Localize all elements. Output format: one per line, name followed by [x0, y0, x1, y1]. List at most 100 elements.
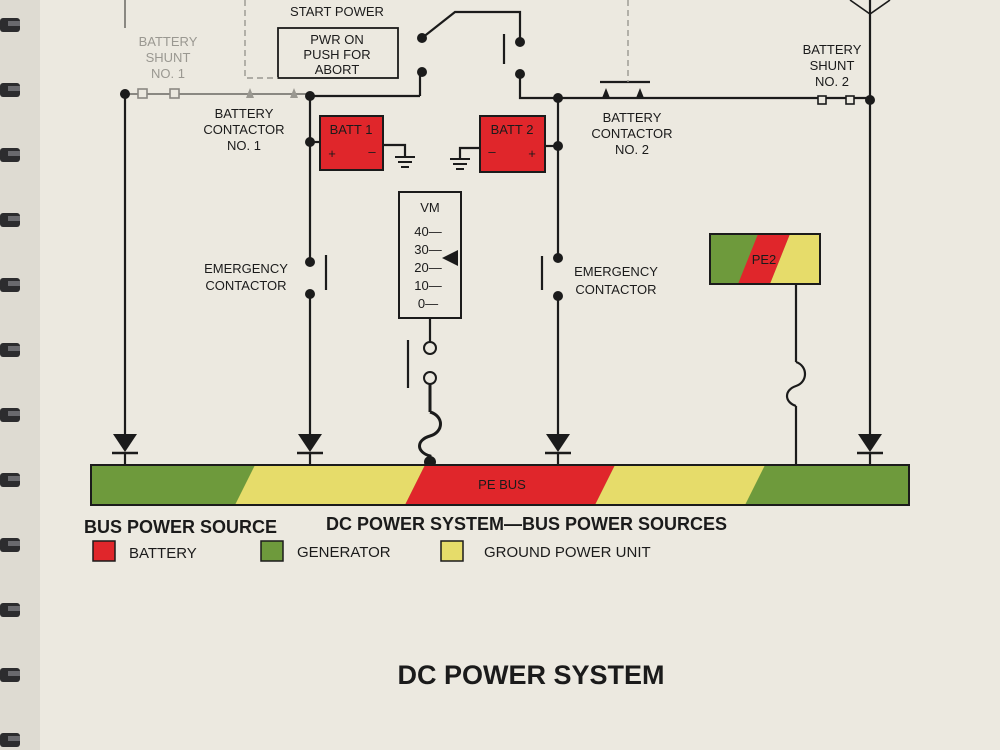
- binding-ring-icon: [0, 18, 20, 32]
- vm-tick-10: 10—: [414, 278, 441, 293]
- voltmeter-label: VM: [420, 200, 440, 215]
- node-emcon-right-top: [553, 253, 563, 263]
- battery-1: BATT 1 + –: [319, 115, 415, 171]
- pe2-border: [709, 233, 821, 285]
- node-shunt1: [120, 89, 130, 99]
- vm-switch-terminal-lower: [423, 371, 437, 385]
- shunt-2-terminal-a: [817, 95, 827, 105]
- binding-ring-icon: [0, 733, 20, 747]
- legend-label-ground-power-unit: GROUND POWER UNIT: [484, 544, 651, 561]
- battery-1-label: BATT 1: [330, 122, 373, 137]
- binding-ring-icon: [0, 83, 20, 97]
- pe2-gpu-band: [770, 234, 820, 284]
- pe2-label: PE2: [752, 252, 777, 267]
- spiral-binding: [0, 18, 20, 747]
- emergency-contactor-left-label-line1: EMERGENCY: [204, 261, 288, 276]
- wire-top-right: [518, 74, 870, 100]
- battery-contactor-2-label-line2: CONTACTOR: [591, 126, 672, 141]
- push-for-label: PUSH FOR: [303, 47, 370, 62]
- battery-contactor-1-label-line2: CONTACTOR: [203, 122, 284, 137]
- contactor-2-arrow-left: [602, 88, 610, 98]
- battery-contactor-2-label-line1: BATTERY: [603, 110, 662, 125]
- emergency-contactor-right-label-line2: CONTACTOR: [575, 282, 656, 297]
- node-relay-upper: [515, 37, 525, 47]
- contactor-2-arrow-right: [636, 88, 644, 98]
- diode-arrow-icon: [545, 434, 571, 466]
- battery-2-minus: –: [488, 144, 496, 159]
- bus-power-source-caption: BUS POWER SOURCE: [84, 517, 277, 537]
- pe-bus: PE BUS: [90, 464, 910, 506]
- battery-1-plus: +: [328, 146, 336, 161]
- binding-ring-icon: [0, 408, 20, 422]
- pe-bus-gpu-left: [235, 465, 425, 505]
- contactor-1-arrow-right: [290, 88, 298, 98]
- pe-bus-border: [90, 464, 910, 506]
- vm-tick-0: 0—: [418, 296, 438, 311]
- battery-1-ground-wire: [383, 143, 407, 156]
- legend-label-generator: GENERATOR: [297, 544, 391, 561]
- vm-tick-20: 20—: [414, 260, 441, 275]
- diode-arrow-icon: [297, 434, 323, 466]
- legend-swatch-generator: [260, 540, 284, 562]
- battery-2-ground-wire: [458, 146, 480, 158]
- start-power-label: START POWER: [290, 4, 384, 19]
- legend-swatch-ground-power-unit: [440, 540, 464, 562]
- battery-contactor-1-label-line1: BATTERY: [215, 106, 274, 121]
- voltmeter-pointer: [442, 250, 458, 266]
- top-right-fork: [849, 0, 891, 15]
- contactor-1-arrow-left: [246, 88, 254, 98]
- diode-group: [112, 434, 883, 466]
- battery-shunt-1-label-line2: SHUNT: [146, 50, 191, 65]
- binding-ring-icon: [0, 668, 20, 682]
- battery-2-box: [479, 115, 546, 173]
- pe2-fuse-icon: [785, 360, 807, 408]
- battery-2-label: BATT 2: [491, 122, 534, 137]
- battery-shunt-1-label-line3: NO. 1: [151, 66, 185, 81]
- binding-ring-icon: [0, 278, 20, 292]
- legend-label-battery: BATTERY: [129, 545, 197, 562]
- binding-ring-icon: [0, 603, 20, 617]
- legend: BATTERY GENERATOR GROUND POWER UNIT: [92, 540, 651, 562]
- wire-start-switch-link: [421, 10, 522, 40]
- battery-shunt-2-label-line3: NO. 2: [815, 74, 849, 89]
- pe2-battery-band: [738, 234, 790, 284]
- abort-label: ABORT: [315, 62, 360, 77]
- binding-margin: [0, 0, 40, 750]
- battery-2-ground-icon: [450, 158, 470, 170]
- vm-tick-40: 40—: [414, 224, 441, 239]
- vm-switch-terminal-upper: [423, 341, 437, 355]
- legend-swatch-battery: [92, 540, 116, 562]
- node-start-switch-lower: [417, 67, 427, 77]
- pe-bus-gpu-right: [595, 465, 765, 505]
- binding-ring-icon: [0, 473, 20, 487]
- pe2-box: PE2: [709, 233, 821, 285]
- node-batt1-top: [305, 91, 315, 101]
- diagram-title: DC POWER SYSTEM—BUS POWER SOURCES: [326, 514, 727, 534]
- battery-1-minus: –: [368, 144, 376, 159]
- shunt-1-terminal-a: [137, 88, 148, 99]
- battery-contactor-1-label-line3: NO. 1: [227, 138, 261, 153]
- emergency-contactor-right-label-line1: EMERGENCY: [574, 264, 658, 279]
- start-power-button-box: [277, 27, 399, 79]
- battery-contactor-2-label-line3: NO. 2: [615, 142, 649, 157]
- pwr-on-label: PWR ON: [310, 32, 363, 47]
- voltmeter: VM 40— 30— 20— 10— 0—: [398, 191, 462, 319]
- shunt-1-terminal-b: [169, 88, 180, 99]
- diode-arrow-icon: [857, 434, 883, 466]
- start-power-dashed-line: [244, 0, 278, 79]
- start-power-panel: START POWER PWR ON PUSH FOR ABORT: [244, 0, 399, 79]
- battery-2-plus: +: [528, 146, 536, 161]
- voltmeter-box: [398, 191, 462, 319]
- binding-ring-icon: [0, 148, 20, 162]
- emergency-contactor-left-label-line2: CONTACTOR: [205, 278, 286, 293]
- diode-arrow-icon: [112, 434, 138, 466]
- battery-1-box: [319, 115, 384, 171]
- binding-ring-icon: [0, 343, 20, 357]
- battery-shunt-2-label-line2: SHUNT: [810, 58, 855, 73]
- pe-bus-battery-center: [405, 465, 615, 505]
- binding-ring-icon: [0, 538, 20, 552]
- page-title: DC POWER SYSTEM: [397, 660, 664, 690]
- vm-fuse-icon: [418, 410, 442, 462]
